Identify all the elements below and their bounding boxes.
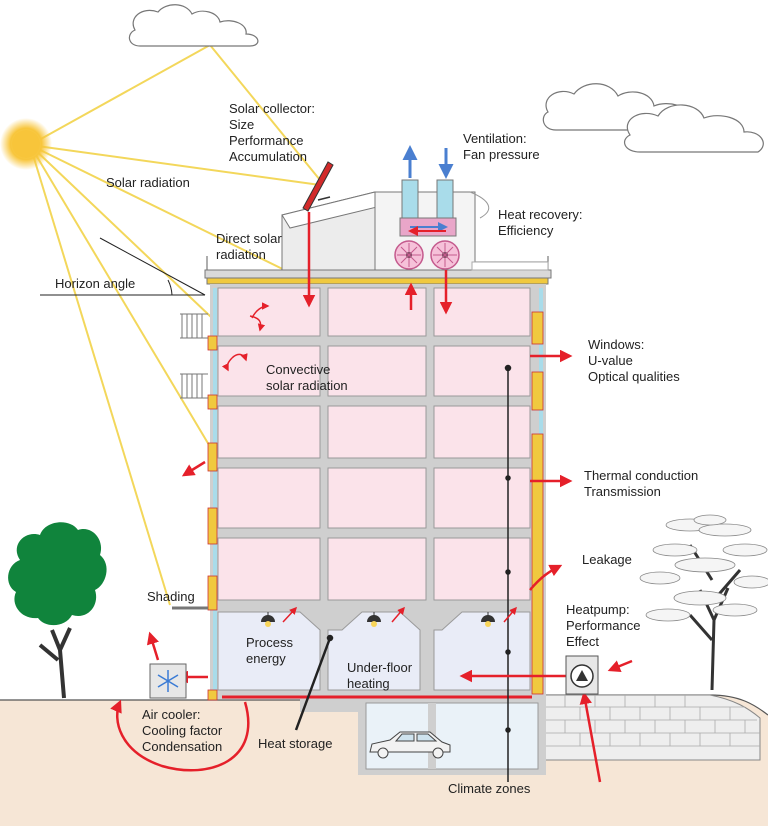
ventilation-unit: [399, 179, 457, 237]
svg-text:radiation: radiation: [216, 247, 266, 262]
underfloor-label: Under-floor heating: [347, 660, 413, 691]
svg-text:Windows:: Windows:: [588, 337, 644, 352]
direct-solar-label: Direct solar radiation: [216, 231, 282, 262]
left-glazing: [213, 288, 217, 696]
svg-text:Effect: Effect: [566, 634, 599, 649]
svg-text:Size: Size: [229, 117, 254, 132]
heatpump-label: Heatpump: Performance Effect: [566, 602, 640, 649]
svg-text:solar radiation: solar radiation: [266, 378, 348, 393]
tree-icon: [639, 514, 768, 691]
lamp-icon: [481, 612, 495, 627]
svg-text:Cooling factor: Cooling factor: [142, 723, 223, 738]
heatpump-icon: [565, 655, 599, 695]
svg-text:Heat recovery:: Heat recovery:: [498, 207, 583, 222]
cloud-icon: [623, 104, 764, 153]
car-icon: [369, 731, 451, 759]
svg-text:heating: heating: [347, 676, 390, 691]
svg-text:Process: Process: [246, 635, 293, 650]
svg-text:Ventilation:: Ventilation:: [463, 131, 527, 146]
lamp-icon: [261, 612, 275, 627]
convective-label: Convective solar radiation: [266, 362, 348, 393]
snow-on-roof: [471, 261, 549, 271]
solar-collector-label: Solar collector: Size Performance Accumu…: [229, 101, 315, 164]
svg-text:Convective: Convective: [266, 362, 330, 377]
svg-text:Performance: Performance: [229, 133, 303, 148]
room-grid: [217, 287, 531, 601]
stone-wall: [544, 694, 761, 761]
fan-icon: [394, 240, 424, 270]
svg-text:Solar collector:: Solar collector:: [229, 101, 315, 116]
air-cooler-label: Air cooler: Cooling factor Condensation: [142, 707, 223, 754]
sun-icon: [0, 118, 52, 170]
roof-slab: [206, 277, 549, 285]
energy-arrows: [110, 212, 633, 783]
solar-radiation-label: Solar radiation: [106, 175, 190, 190]
climate-zones-label: Climate zones: [448, 781, 531, 796]
shading-label: Shading: [147, 589, 195, 604]
heat-recovery-label: Heat recovery: Efficiency: [498, 207, 583, 238]
svg-text:Transmission: Transmission: [584, 484, 661, 499]
svg-text:Performance: Performance: [566, 618, 640, 633]
svg-text:U-value: U-value: [588, 353, 633, 368]
svg-text:Under-floor: Under-floor: [347, 660, 413, 675]
tree-icon: [8, 522, 107, 699]
horizon-angle-label: Horizon angle: [55, 276, 135, 291]
svg-text:Thermal conduction: Thermal conduction: [584, 468, 698, 483]
cloud-icon: [128, 4, 259, 47]
sun-rays: [29, 44, 321, 606]
svg-text:Condensation: Condensation: [142, 739, 222, 754]
lamp-icon: [367, 612, 381, 627]
svg-text:Optical qualities: Optical qualities: [588, 369, 680, 384]
svg-text:Direct solar: Direct solar: [216, 231, 282, 246]
leakage-label: Leakage: [582, 552, 632, 567]
snowflake-icon: [149, 663, 187, 699]
thermal-label: Thermal conduction Transmission: [584, 468, 698, 499]
svg-text:Heatpump:: Heatpump:: [566, 602, 630, 617]
fan-icon: [430, 240, 460, 270]
balcony: [180, 313, 208, 339]
svg-text:Air cooler:: Air cooler:: [142, 707, 201, 722]
insulation-panels: [207, 311, 544, 701]
ventilation-label: Ventilation: Fan pressure: [463, 131, 540, 162]
windows-label: Windows: U-value Optical qualities: [588, 337, 680, 384]
svg-text:Fan pressure: Fan pressure: [463, 147, 540, 162]
svg-text:Efficiency: Efficiency: [498, 223, 554, 238]
heat-storage-label: Heat storage: [258, 736, 332, 751]
ground-floor-rooms: [217, 611, 531, 691]
roof-edge: [204, 269, 552, 279]
svg-text:energy: energy: [246, 651, 286, 666]
process-energy-label: Process energy: [246, 635, 293, 666]
horizon-angle-lines: [40, 237, 206, 296]
balcony: [180, 373, 208, 399]
pointer-lines: [294, 364, 512, 782]
svg-text:Accumulation: Accumulation: [229, 149, 307, 164]
solar-collector: [302, 161, 334, 212]
